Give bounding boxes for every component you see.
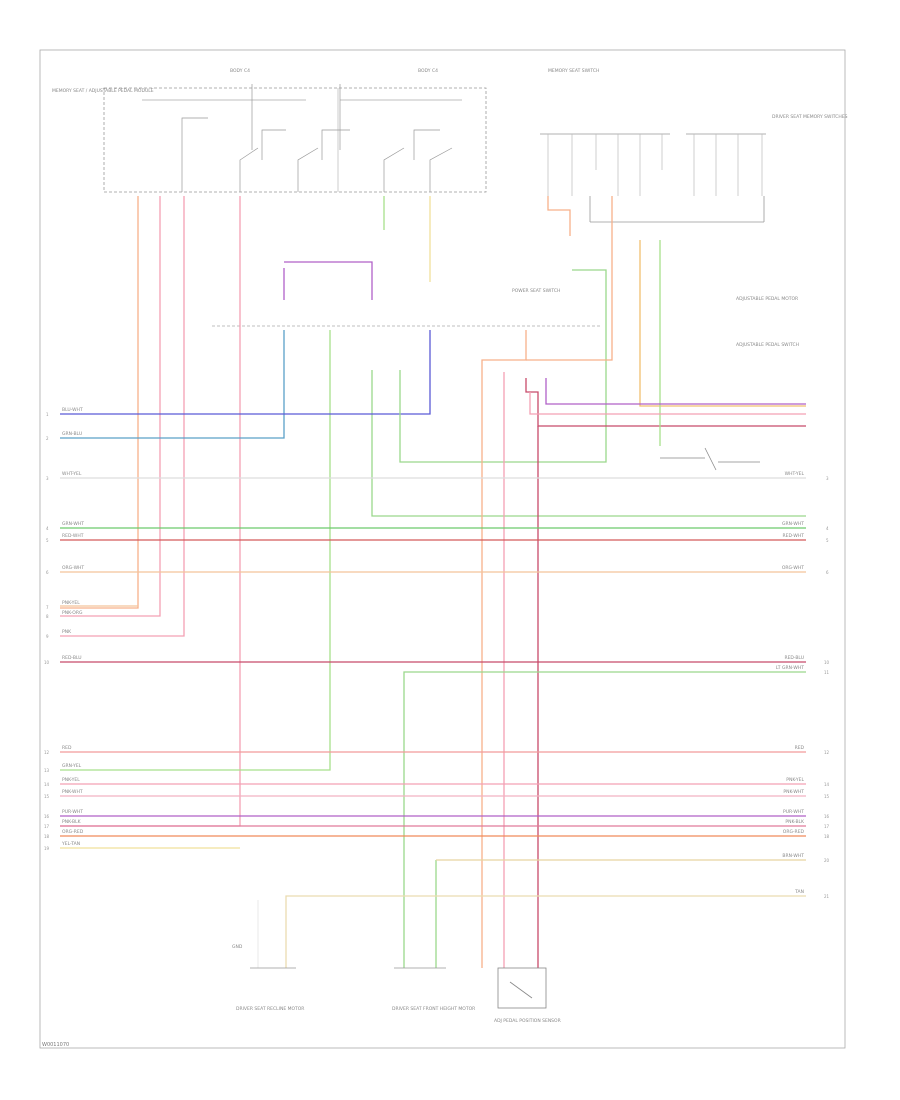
rlabel-ltgrn-wht: LT GRN-WHT	[776, 665, 804, 671]
memory-module-box	[103, 87, 487, 193]
pin-r-4: 4	[826, 526, 829, 531]
pin-l-16: 16	[44, 814, 50, 819]
pin-r-18: 18	[824, 834, 830, 839]
rlabel-brn-wht: BRN-WHT	[782, 853, 804, 859]
gnd-label: GND	[232, 944, 243, 950]
pin-r-17: 17	[824, 824, 830, 829]
pin-l-7: 7	[46, 605, 49, 610]
diagram-frame	[39, 49, 846, 1049]
top-right-title: MEMORY SEAT SWITCH	[548, 68, 599, 74]
label-pnk: PNK	[62, 629, 72, 635]
rlabel-red: RED	[795, 745, 805, 751]
pedal-switch	[660, 447, 760, 471]
label-pur-wht: PUR-WHT	[62, 809, 83, 815]
pin-l-19: 19	[44, 846, 50, 851]
pin-l-10: 10	[44, 660, 50, 665]
left-pin-numbers: 1 2 3 4 5 6 7 8 9 10 12 13 14 15 16 17 1…	[44, 412, 50, 851]
pin-l-2: 2	[46, 436, 49, 441]
pin-r-21: 21	[824, 894, 830, 899]
pin-l-18: 18	[44, 834, 50, 839]
bottom-component-1: DRIVER SEAT RECLINE MOTOR GND	[232, 944, 304, 1012]
pin-l-8: 8	[46, 614, 49, 619]
bottom-module-1-label: DRIVER SEAT RECLINE MOTOR	[236, 1006, 304, 1012]
pin-l-13: 13	[44, 768, 50, 773]
top-right-note: DRIVER SEAT MEMORY SWITCHES	[772, 114, 848, 120]
switch-terminals	[547, 134, 763, 196]
pin-r-12: 12	[824, 750, 830, 755]
rlabel-pnk-blk: PNK-BLK	[785, 819, 805, 825]
pin-l-1: 1	[46, 412, 49, 417]
label-grn-blu: GRN-BLU	[62, 431, 82, 437]
bottom-component-2: DRIVER SEAT FRONT HEIGHT MOTOR	[392, 967, 475, 1012]
pin-r-5: 5	[826, 538, 829, 543]
label-pnk-yel-2: PNK-YEL	[62, 777, 80, 783]
pin-r-15: 15	[824, 794, 830, 799]
rlabel-org-wht: ORG-WHT	[782, 565, 804, 571]
rlabel-red-wht: RED-WHT	[783, 533, 805, 539]
pin-l-6: 6	[46, 570, 49, 575]
pin-l-15: 15	[44, 794, 50, 799]
label-org-wht: ORG-WHT	[62, 565, 84, 571]
pin-r-10: 10	[824, 660, 830, 665]
rlabel-org-red: ORG-RED	[783, 829, 805, 835]
label-red: RED	[62, 745, 72, 751]
label-red-wht: RED-WHT	[62, 533, 84, 539]
left-wire-labels: BLU-WHT GRN-BLU WHT-YEL GRN-WHT RED-WHT …	[61, 407, 84, 847]
pin-l-9: 9	[46, 634, 49, 639]
mid-right-note-1: ADJUSTABLE PEDAL MOTOR	[736, 296, 798, 302]
pin-r-6: 6	[826, 570, 829, 575]
pin-l-3: 3	[46, 476, 49, 481]
bottom-component-3: ADJ PEDAL POSITION SENSOR	[494, 967, 561, 1024]
bottom-module-2-label: DRIVER SEAT FRONT HEIGHT MOTOR	[392, 1006, 475, 1012]
pin-r-16: 16	[824, 814, 830, 819]
label-yel-tan: YEL-TAN	[61, 841, 80, 847]
right-wire-labels: WHT-YEL GRN-WHT RED-WHT ORG-WHT RED-BLU …	[776, 471, 805, 895]
pin-l-5: 5	[46, 538, 49, 543]
label-pnk-wht: PNK-WHT	[62, 789, 83, 795]
module-switches	[181, 84, 453, 192]
pin-l-4: 4	[46, 526, 49, 531]
rlabel-pur-wht: PUR-WHT	[783, 809, 804, 815]
footer-code: W0011070	[42, 1042, 69, 1048]
label-wht-yel: WHT-YEL	[62, 471, 82, 477]
mid-right-note-2: ADJUSTABLE PEDAL SWITCH	[736, 342, 799, 348]
label-grn-yel: GRN-YEL	[62, 763, 82, 769]
pin-r-11: 11	[824, 670, 830, 675]
connector-c1-label: BODY C4	[230, 68, 250, 74]
rlabel-pnk-yel: PNK-YEL	[786, 777, 804, 783]
rlabel-red-blu: RED-BLU	[784, 655, 804, 661]
rlabel-tan: TAN	[794, 889, 804, 895]
bottom-module-3-label: ADJ PEDAL POSITION SENSOR	[494, 1018, 561, 1024]
label-red-blu: RED-BLU	[62, 655, 82, 661]
label-pnk-org: PNK-ORG	[62, 610, 83, 616]
pin-r-3: 3	[826, 476, 829, 481]
rlabel-wht-yel: WHT-YEL	[785, 471, 805, 477]
right-pin-numbers: 3 4 5 6 10 11 12 14 15 16 17 18 20 21	[824, 476, 830, 899]
label-blu-wht: BLU-WHT	[62, 407, 83, 413]
horizontal-wires	[60, 477, 806, 849]
rlabel-grn-wht: GRN-WHT	[782, 521, 804, 527]
pin-r-20: 20	[824, 858, 830, 863]
label-pnk-blk: PNK-BLK	[62, 819, 82, 825]
pin-r-14: 14	[824, 782, 830, 787]
vertical-wires	[60, 196, 806, 968]
mid-module-title: POWER SEAT SWITCH	[512, 288, 560, 294]
module-left-title: MEMORY SEAT / ADJUSTABLE PEDAL MODULE	[52, 88, 154, 94]
pin-l-14: 14	[44, 782, 50, 787]
pin-l-17: 17	[44, 824, 50, 829]
pin-l-12: 12	[44, 750, 50, 755]
rlabel-pnk-wht: PNK-WHT	[783, 789, 804, 795]
label-grn-wht: GRN-WHT	[62, 521, 84, 527]
label-org-red: ORG-RED	[62, 829, 84, 835]
label-pnk-yel: PNK-YEL	[62, 600, 80, 606]
connector-c2-label: BODY C4	[418, 68, 438, 74]
